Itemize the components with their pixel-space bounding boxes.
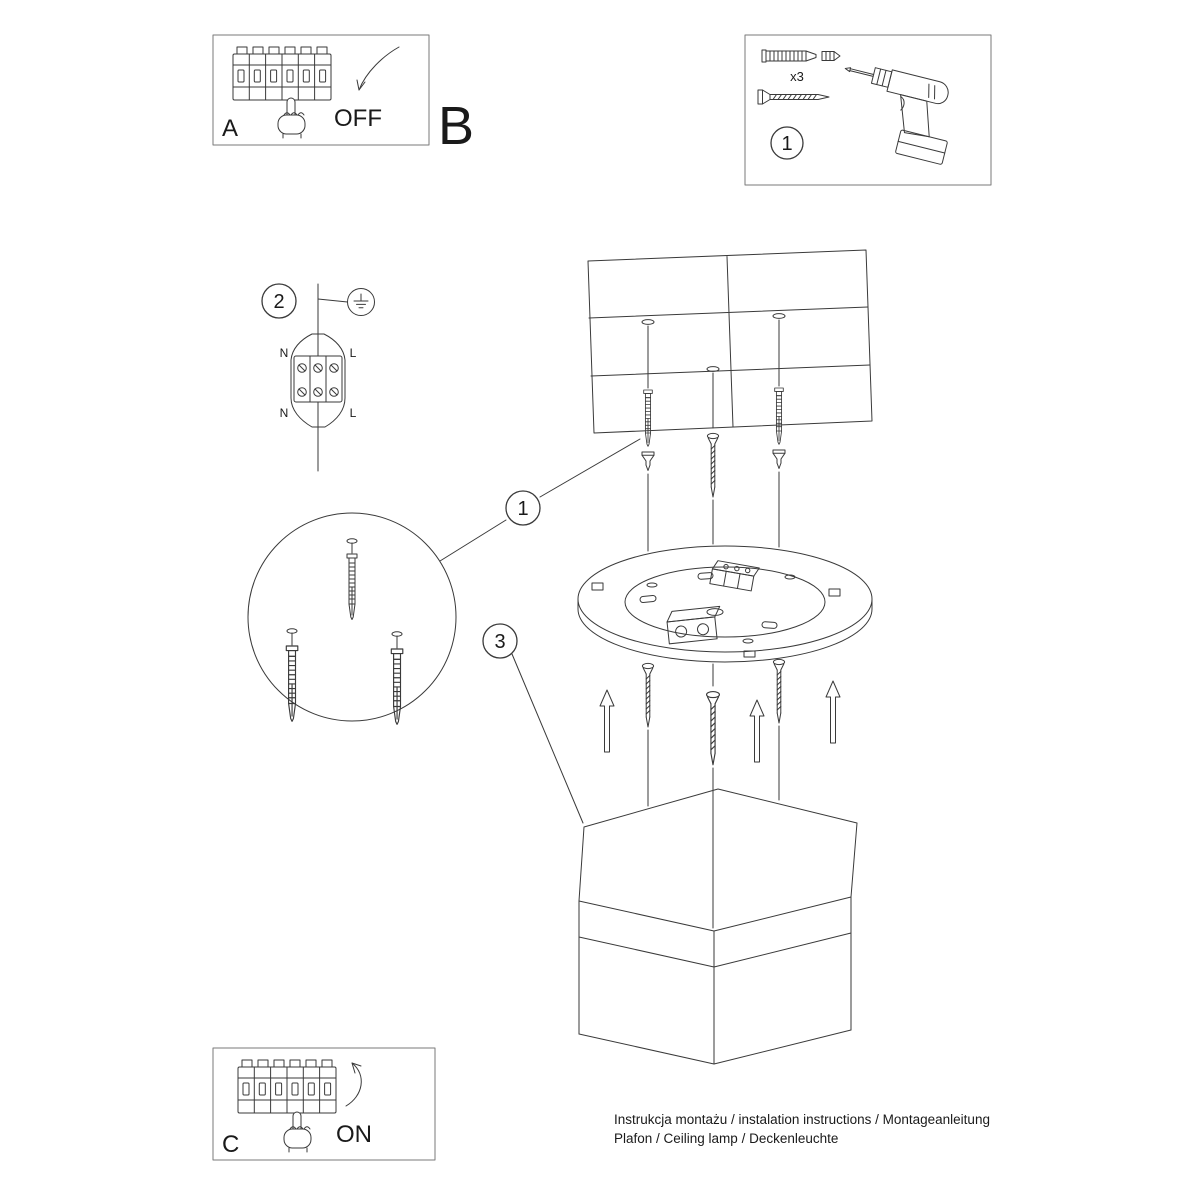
screw-icon [772,449,786,469]
screw-icon [641,451,655,471]
up-arrow-icon [749,699,765,763]
power-off-step-box: OFF A [212,34,430,146]
wire-connector-icon [709,560,760,592]
on-label: ON [336,1121,372,1148]
step-b-label: B [438,96,474,156]
balloon-body-number: 3 [494,631,505,653]
anchor-qty-label: x3 [790,69,804,84]
drill-icon [844,67,949,165]
pointing-hand-icon [277,97,306,139]
wall-plug-icon [643,389,653,447]
wall-plug-icon [761,49,841,63]
diffuser-seam [578,932,852,968]
screw-icon [772,658,786,724]
on-curved-arrow-icon [345,1062,362,1107]
plate-clip [743,650,756,658]
wall-plug-icon [346,553,358,620]
footer-line1: Instrukcja montażu / instalation instruc… [614,1112,990,1127]
off-curved-arrow-icon [356,46,400,91]
off-label: OFF [334,105,382,132]
pointing-hand-icon [283,1111,312,1153]
terminal-n-bottom-label: N [280,406,289,420]
terminal-l-top-label: L [350,346,357,360]
breaker-panel-icon [232,46,332,101]
terminal-l-bottom-label: L [350,406,357,420]
ground-symbol-icon [347,288,375,316]
step-a-label: A [222,115,238,142]
plate-clip [828,588,841,597]
supply-wire [317,283,348,472]
detail-circle [247,512,457,722]
footer: Instrukcja montażu / instalation instruc… [614,1112,990,1146]
box-c-frame [212,1047,436,1161]
wire-connector-icon [666,605,721,645]
balloon-wiring: 2 [261,283,297,319]
wall-plug-icon [285,645,299,722]
box-a-frame [212,34,430,146]
lower-fasteners [599,658,841,929]
screw-icon [706,432,720,498]
footer-line2: Plafon / Ceiling lamp / Deckenleuchte [614,1131,838,1146]
wall-plug-icon [774,387,784,445]
plate-clip [591,582,604,591]
balloon-anchors-number: 1 [517,498,528,520]
step-c-label: C [222,1131,239,1158]
balloon-anchors: 1 [439,438,641,562]
tools-box: x3 1 [744,34,992,186]
balloon-tools-number: 1 [781,133,792,155]
breaker-panel-icon [237,1059,337,1114]
power-on-step-box: ON C [212,1047,436,1161]
screw-icon [757,89,830,105]
terminal-n-top-label: N [280,346,289,360]
anchor-detail-view [247,512,457,725]
ceiling-panel [587,249,873,434]
screw-icon [641,662,655,728]
up-arrow-icon [825,680,841,744]
screw-icon [705,691,721,766]
wiring-step: 2 N [261,283,375,472]
terminal-block [290,333,346,428]
upper-fasteners [641,319,786,552]
tools-box-frame [744,34,992,186]
balloon-wiring-number: 2 [273,291,284,313]
balloon-tools: 1 [770,126,804,160]
balloon-body: 3 [482,623,584,824]
lamp-body [578,788,858,1065]
up-arrow-icon [599,689,615,753]
mounting-plate [577,545,873,663]
